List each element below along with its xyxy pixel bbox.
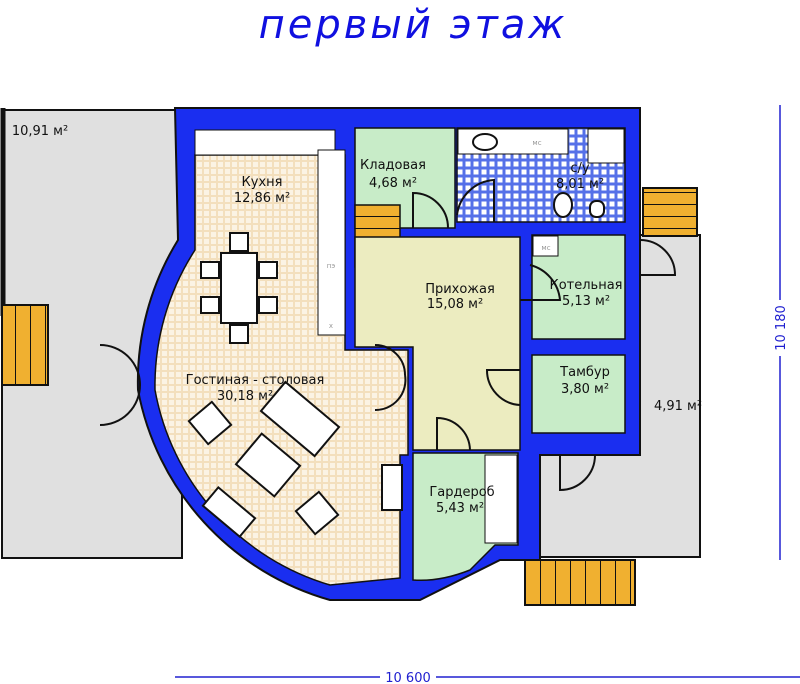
fridge-label: х bbox=[329, 322, 333, 330]
terrace-left-area: 10,91 м² bbox=[12, 124, 68, 139]
room-vestibule bbox=[531, 354, 626, 434]
dimension-depth: 10 180 bbox=[774, 305, 789, 351]
room-area-vestibule: 3,80 м² bbox=[561, 382, 609, 397]
room-area-boiler: 5,13 м² bbox=[562, 294, 610, 309]
wc-mc-label: мс bbox=[532, 139, 541, 147]
stove-label: пэ bbox=[327, 262, 336, 270]
stairs-right bbox=[642, 187, 698, 237]
room-name-living: Гостиная - столовая bbox=[186, 373, 325, 388]
room-area-pantry: 4,68 м² bbox=[369, 176, 417, 191]
bidet bbox=[589, 200, 605, 218]
boiler-mc-label: мс bbox=[541, 244, 550, 252]
room-name-vestibule: Тамбур bbox=[559, 365, 610, 380]
kitchen-counter bbox=[317, 149, 346, 336]
dining-table bbox=[200, 232, 278, 344]
page-title: первый этаж bbox=[259, 2, 568, 48]
dimension-width: 10 600 bbox=[385, 671, 431, 684]
stairs-bottom bbox=[524, 559, 636, 606]
room-name-kitchen: Кухня bbox=[242, 175, 283, 190]
room-area-wc: 8,01 м² bbox=[556, 177, 604, 192]
room-name-wardrobe: Гардероб bbox=[429, 485, 494, 500]
room-area-living: 30,18 м² bbox=[217, 389, 273, 404]
stairs-left bbox=[1, 304, 49, 386]
terrace-right-area: 4,91 м² bbox=[654, 399, 702, 414]
room-hall bbox=[354, 236, 521, 451]
room-name-pantry: Кладовая bbox=[360, 158, 426, 173]
room-area-kitchen: 12,86 м² bbox=[234, 191, 290, 206]
toilet bbox=[553, 192, 573, 218]
room-area-hall: 15,08 м² bbox=[427, 297, 483, 312]
room-name-boiler: Котельная bbox=[549, 278, 622, 293]
doors bbox=[99, 178, 677, 492]
sink bbox=[472, 133, 498, 151]
room-name-wc: с/у bbox=[570, 161, 590, 176]
living-furniture bbox=[187, 380, 403, 539]
room-name-hall: Прихожая bbox=[425, 282, 495, 297]
room-area-wardrobe: 5,43 м² bbox=[436, 501, 484, 516]
shower bbox=[587, 128, 625, 164]
